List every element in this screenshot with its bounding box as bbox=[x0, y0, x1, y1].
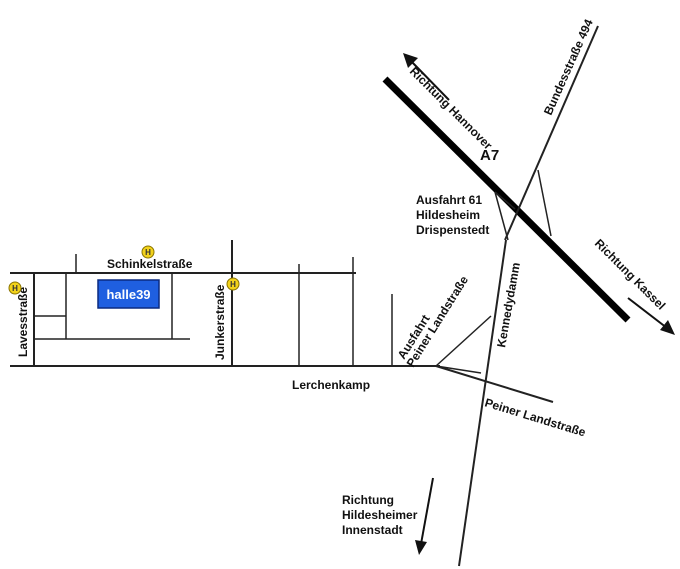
bus-stop-icon bbox=[141, 245, 155, 259]
innenstadt-label-line1: Richtung bbox=[342, 493, 394, 507]
peiner-exit-ramp-lower bbox=[435, 365, 482, 374]
lerchenkamp-label: Lerchenkamp bbox=[292, 378, 370, 392]
hannover-arrow-line bbox=[409, 59, 450, 101]
exit-61-ramp-east bbox=[537, 169, 552, 237]
kennedydamm-road bbox=[458, 239, 507, 567]
arrow-up-left-icon bbox=[403, 53, 418, 68]
a7-highway bbox=[382, 76, 631, 323]
kennedydamm-label: Kennedydamm bbox=[494, 261, 523, 348]
bus-stop-icon bbox=[226, 277, 240, 291]
direction-hannover: Richtung Hannover bbox=[403, 53, 495, 153]
innenstadt-label-line3: Innenstadt bbox=[342, 523, 403, 537]
bundesstrasse-494-label: Bundesstraße 494 bbox=[541, 17, 596, 117]
bus-stop-symbol: H bbox=[145, 248, 151, 257]
direction-kassel: Richtung Kassel bbox=[592, 236, 675, 335]
kassel-label: Richtung Kassel bbox=[592, 236, 668, 312]
bundesstrasse-494-road bbox=[504, 25, 599, 241]
bus-stop-symbol: H bbox=[12, 284, 18, 293]
kassel-arrow-line bbox=[627, 297, 668, 329]
bus-stop-symbol: H bbox=[230, 280, 236, 289]
exit-61-label-line1: Ausfahrt 61 bbox=[416, 193, 482, 207]
halle39-building bbox=[97, 279, 160, 309]
bus-stop-lavesstrasse: H bbox=[8, 281, 22, 295]
innenstadt-label-line2: Hildesheimer bbox=[342, 508, 418, 522]
halle39-location[interactable]: halle39 bbox=[97, 279, 160, 309]
hannover-label: Richtung Hannover bbox=[407, 64, 495, 152]
peiner-exit-label-line2: Peiner Landstraße bbox=[404, 273, 472, 369]
bus-stop-icon bbox=[8, 281, 22, 295]
a7-label: A7 bbox=[480, 147, 499, 164]
halle39-label: halle39 bbox=[106, 287, 150, 302]
schinkelstrasse-label: Schinkelstraße bbox=[107, 257, 193, 271]
exit-61-ramp-west bbox=[494, 191, 516, 210]
exit-61-label-line3: Drispenstedt bbox=[416, 223, 489, 237]
direction-innenstadt: Richtung Hildesheimer Innenstadt bbox=[342, 477, 434, 555]
exit-61-label-line2: Hildesheim bbox=[416, 208, 480, 222]
innenstadt-arrow-line bbox=[420, 477, 434, 545]
peiner-landstrasse-label: Peiner Landstraße bbox=[483, 395, 588, 439]
lavesstrasse-label: Lavesstraße bbox=[16, 287, 30, 357]
bus-stop-junkerstrasse: H bbox=[226, 277, 240, 291]
arrow-down-right-icon bbox=[660, 320, 675, 335]
exit-61-ramp-west-link bbox=[494, 191, 509, 241]
arrow-down-icon bbox=[415, 540, 427, 555]
peiner-landstrasse-road bbox=[435, 365, 554, 403]
peiner-exit-ramp-upper bbox=[435, 315, 492, 367]
junkerstrasse-label: Junkerstraße bbox=[213, 284, 227, 360]
bus-stop-schinkelstrasse: H bbox=[141, 245, 155, 259]
